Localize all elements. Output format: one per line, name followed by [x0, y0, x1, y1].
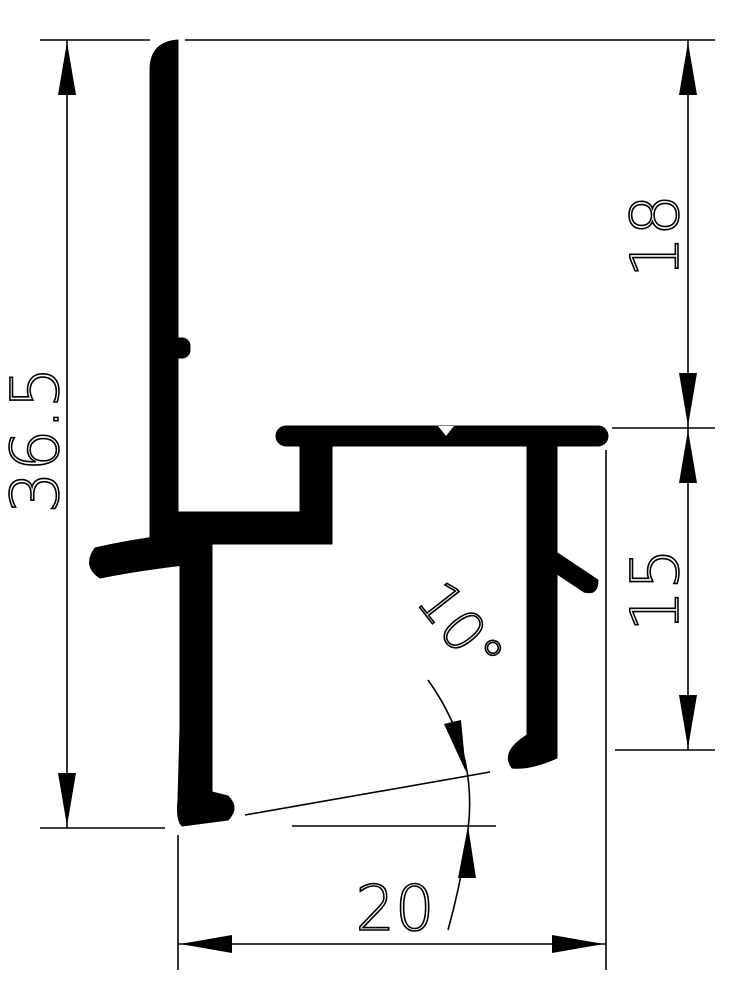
profile-left-foot [177, 727, 235, 827]
dimension-bottom-width: 20 [177, 450, 607, 970]
lower-height-label: 15 [617, 548, 694, 632]
overall-height-label: 36.5 [0, 367, 74, 514]
profile-right-fin [544, 547, 599, 594]
dimension-overall-height: 36.5 [0, 39, 165, 829]
dimension-upper-height: 18 [185, 39, 715, 429]
bottom-width-label: 20 [356, 872, 435, 945]
angle-label: 10° [403, 569, 515, 687]
profile-right-leg [526, 439, 558, 753]
dimension-lower-height: 15 [615, 428, 715, 751]
profile-cross-section [89, 39, 609, 827]
profile-right-lip [507, 734, 558, 769]
profile-flange-nub [171, 337, 191, 359]
profile-left-flange [149, 39, 179, 521]
profile-left-leg [179, 539, 213, 731]
profile-riser [299, 439, 333, 545]
profile-top-groove [438, 426, 454, 436]
upper-height-label: 18 [617, 194, 694, 278]
